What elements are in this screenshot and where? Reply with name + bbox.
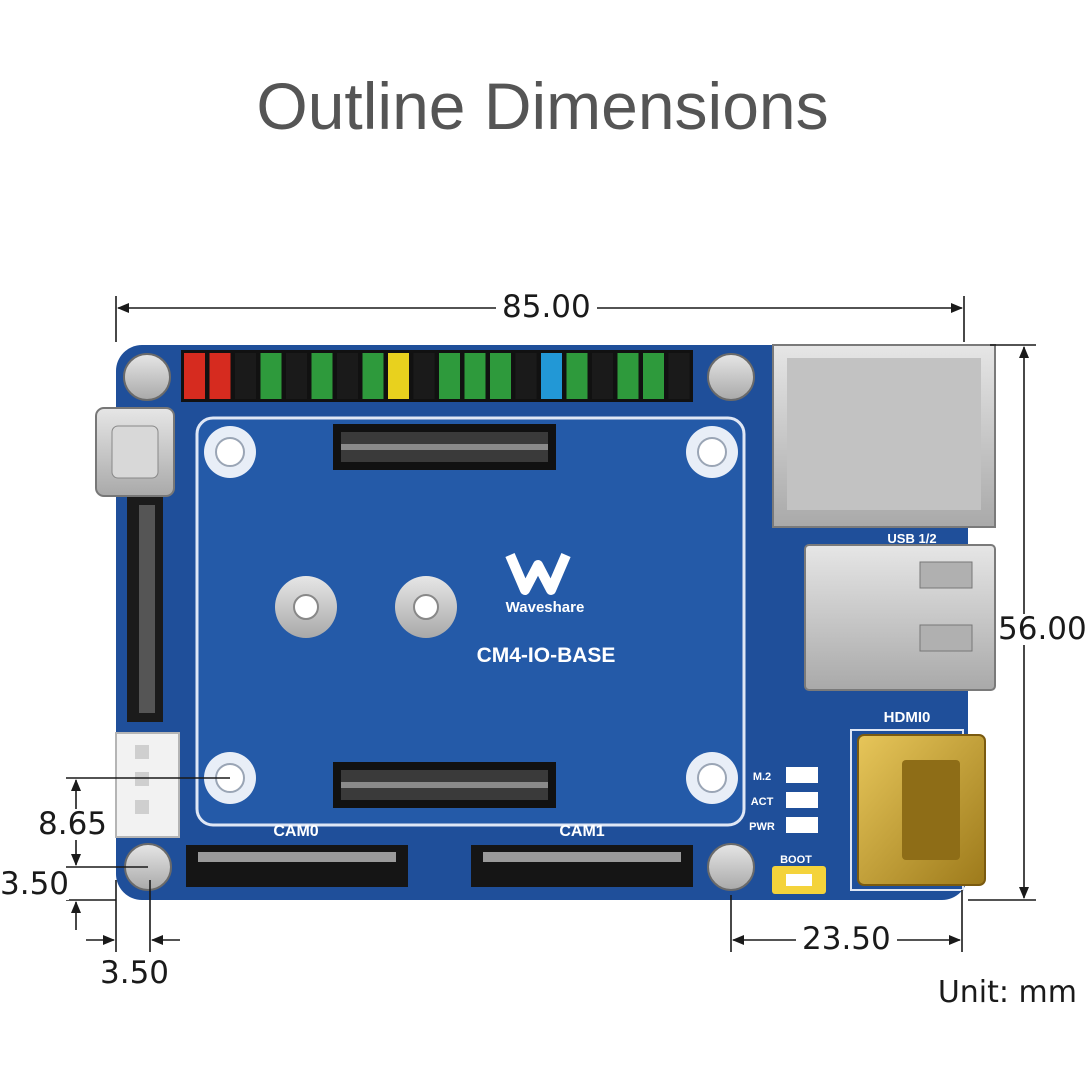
- dim-hole-vertical-label: 8.65: [38, 806, 108, 842]
- gpio-jumper-cap: [668, 353, 690, 399]
- usb-c-port: [95, 407, 175, 497]
- ethernet-port: [772, 344, 996, 528]
- unit-label: Unit: mm: [937, 975, 1077, 1010]
- boot-label: BOOT: [780, 854, 812, 866]
- gpio-jumper-cap: [439, 353, 460, 399]
- dim-hdmi-offset-label: 23.50: [796, 924, 897, 955]
- gpio-header: [181, 350, 693, 402]
- hdmi-port: [850, 729, 986, 891]
- gpio-jumper-cap: [592, 353, 613, 399]
- status-leds: [786, 767, 818, 833]
- gpio-jumper-cap: [362, 353, 384, 399]
- boot-switch: [772, 866, 826, 894]
- cam1-connector: [471, 845, 693, 887]
- dim-height-label: 56.00: [998, 611, 1085, 647]
- display-connector: [127, 497, 163, 722]
- gpio-jumper-cap: [490, 353, 511, 399]
- gpio-jumper-cap: [566, 353, 588, 399]
- gpio-jumper-cap: [209, 353, 231, 399]
- gpio-jumper-cap: [388, 353, 409, 399]
- usb-a-port: [804, 544, 996, 691]
- gpio-jumper-cap: [260, 353, 282, 399]
- cam0-connector: [186, 845, 408, 887]
- gpio-jumper-cap: [617, 353, 639, 399]
- page-title: Outline Dimensions: [256, 69, 829, 143]
- dim-hole-offset-x-label: 3.50: [100, 955, 170, 991]
- gpio-jumper-cap: [541, 353, 562, 399]
- m2-led-label: M.2: [753, 771, 771, 783]
- gpio-jumper-cap: [235, 353, 256, 399]
- gpio-jumper-cap: [311, 353, 333, 399]
- act-led-label: ACT: [751, 796, 774, 808]
- board-connector-bottom: [333, 762, 556, 808]
- waveshare-logo: [505, 553, 571, 595]
- gpio-jumper-cap: [413, 353, 435, 399]
- gpio-jumper-cap: [515, 353, 537, 399]
- model-text: CM4-IO-BASE: [477, 644, 616, 667]
- cm4-outline: [195, 416, 746, 827]
- gpio-jumper-cap: [464, 353, 486, 399]
- fan-connector: [115, 732, 180, 838]
- dim-hole-offset-y-label: 3.50: [0, 866, 70, 902]
- cam1-label: CAM1: [559, 823, 604, 840]
- board-connector-top: [333, 424, 556, 470]
- gpio-jumper-cap: [184, 353, 205, 399]
- brand-text: Waveshare: [506, 599, 585, 616]
- gpio-jumper-cap: [286, 353, 307, 399]
- cam0-label: CAM0: [273, 823, 318, 840]
- dim-width-label: 85.00: [496, 292, 597, 323]
- gpio-jumper-cap: [337, 353, 358, 399]
- usb-label: USB 1/2: [887, 531, 936, 546]
- pwr-led-label: PWR: [749, 821, 775, 833]
- hdmi-label: HDMI0: [884, 709, 931, 726]
- gpio-jumper-cap: [643, 353, 664, 399]
